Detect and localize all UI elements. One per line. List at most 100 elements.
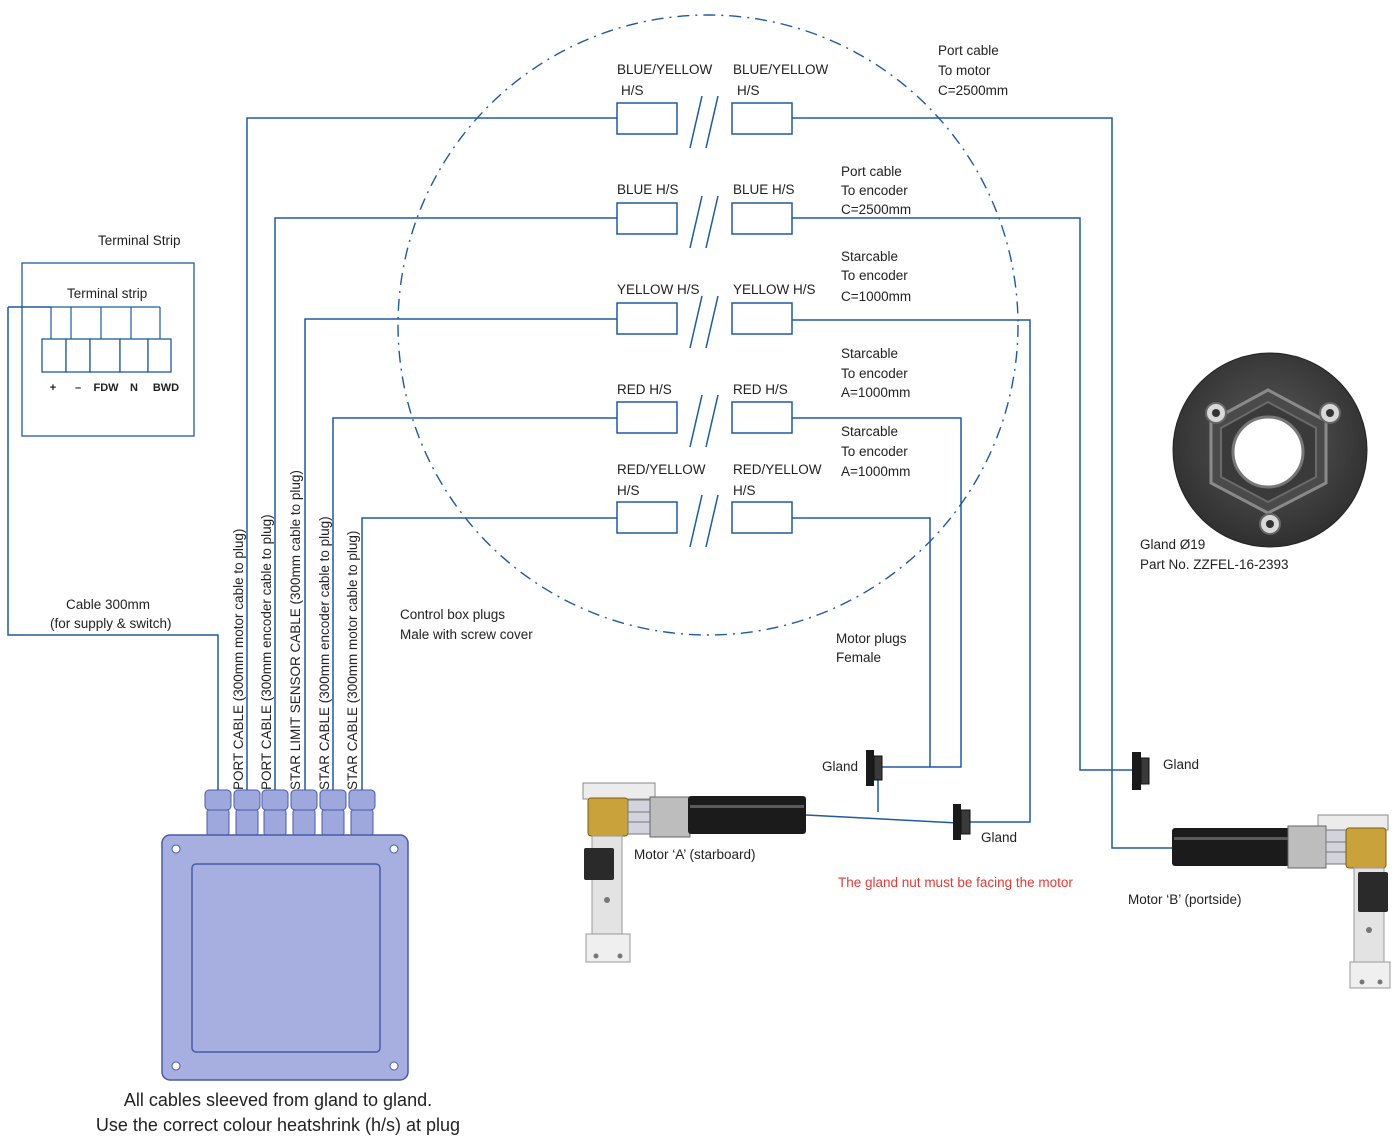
plug-right-sublabel: H/S xyxy=(733,483,756,498)
screw-icon xyxy=(171,844,181,854)
plug-pair-blue-yellow: BLUE/YELLOW H/S BLUE/YELLOW H/S xyxy=(616,62,829,149)
bolt-hole-icon xyxy=(1212,409,1220,417)
plug-pair-red: RED H/S RED H/S xyxy=(616,382,793,448)
cable-gland xyxy=(263,809,287,836)
plug-left-sublabel: H/S xyxy=(621,83,644,98)
gland-label: Gland xyxy=(1163,757,1199,772)
motor-body xyxy=(688,796,806,834)
cable-spec-star-encoder-a2: Starcable To encoder A=1000mm xyxy=(841,424,910,479)
motor-a xyxy=(582,782,806,963)
plug-left-sublabel: H/S xyxy=(617,483,640,498)
cable-gland xyxy=(204,789,232,811)
cable-label-star-encoder: STAR CABLE (300mm encoder cable to plug) xyxy=(317,516,332,790)
plug-right-label: BLUE/YELLOW xyxy=(733,62,829,77)
motor-bracket-plate xyxy=(1349,961,1391,989)
female-plug xyxy=(731,202,793,235)
plug-left-label: RED/YELLOW xyxy=(617,462,706,477)
plug-pair-red-yellow: RED/YELLOW H/S RED/YELLOW H/S xyxy=(616,462,822,548)
plug-left-label: RED H/S xyxy=(617,382,672,397)
wire-star-encoder-cable-a1 xyxy=(792,417,962,768)
bolt-hole-icon xyxy=(604,897,610,903)
terminal-strip-title: Terminal Strip xyxy=(98,233,181,248)
gland-body xyxy=(1140,757,1150,785)
cable-gland xyxy=(235,809,259,836)
terminal-strip-frame xyxy=(21,262,195,437)
plug-right-label: RED H/S xyxy=(733,382,788,397)
cable-spec-line: Starcable xyxy=(841,346,898,361)
terminal-label-minus: – xyxy=(75,382,81,394)
bolt-hole-icon xyxy=(1359,979,1365,985)
male-plug xyxy=(616,102,678,135)
cable-spec-port-encoder: Port cable To encoder C=2500mm xyxy=(841,164,911,217)
gland-part-size: Gland Ø19 xyxy=(1140,537,1205,552)
cable-spec-line: To encoder xyxy=(841,366,908,381)
terminal-block xyxy=(89,338,121,373)
cable-spec-line: To encoder xyxy=(841,183,908,198)
cable-spec-line: Starcable xyxy=(841,424,898,439)
gland-nut xyxy=(866,750,874,786)
motor-plugs-label: Motor plugs xyxy=(836,631,907,646)
bolt-hole-icon xyxy=(1366,927,1372,933)
terminal-label-n: N xyxy=(130,382,138,394)
wire-star-encoder-control xyxy=(332,417,617,792)
terminal-label-bwd: BWD xyxy=(153,382,179,394)
screw-icon xyxy=(389,1061,399,1071)
motor-frame xyxy=(582,782,656,800)
break-mark xyxy=(689,394,703,448)
control-box xyxy=(161,789,409,1081)
break-mark xyxy=(689,95,703,149)
gland-label: Gland xyxy=(822,759,858,774)
terminal-block xyxy=(119,338,149,373)
supply-cable-wire xyxy=(7,306,219,792)
plug-right-label: YELLOW H/S xyxy=(733,282,816,297)
break-mark xyxy=(705,195,719,249)
terminal-label-plus: + xyxy=(50,382,56,394)
terminal-strip: Terminal Strip Terminal strip + – FDW N … xyxy=(21,233,195,437)
plug-right-sublabel: H/S xyxy=(737,83,760,98)
gland-body xyxy=(873,755,883,781)
gland-warning: The gland nut must be facing the motor xyxy=(838,875,1073,890)
motor-body xyxy=(1172,828,1290,866)
motor-limit-switch xyxy=(584,848,614,880)
male-plug xyxy=(616,501,678,534)
footer-line-2: Use the correct colour heatshrink (h/s) … xyxy=(96,1115,460,1135)
male-plug xyxy=(616,202,678,235)
footer-line-1: All cables sleeved from gland to gland. xyxy=(124,1090,432,1110)
terminal-label-fdw: FDW xyxy=(93,382,119,394)
motor-flange xyxy=(1287,825,1327,869)
break-mark xyxy=(689,195,703,249)
cable-spec-port-motor: Port cable To motor C=2500mm xyxy=(938,43,1008,98)
cable-spec-line: C=1000mm xyxy=(841,289,911,304)
cable-gland xyxy=(350,809,374,836)
break-mark xyxy=(705,95,719,149)
screw-icon xyxy=(171,1061,181,1071)
cable-spec-line: To motor xyxy=(938,63,991,78)
cable-label-star-motor: STAR CABLE (300mm motor cable to plug) xyxy=(345,531,360,790)
cable-spec-star-encoder-a1: Starcable To encoder A=1000mm xyxy=(841,346,910,400)
gland-motor-a-upper xyxy=(866,750,883,786)
wire-port-encoder-cable xyxy=(792,217,1136,771)
control-box-lid xyxy=(191,863,381,1053)
plug-pair-yellow: YELLOW H/S YELLOW H/S xyxy=(616,282,816,349)
break-mark xyxy=(705,295,719,349)
motor-highlight xyxy=(1174,837,1288,840)
motor-highlight xyxy=(690,805,804,808)
wire-star-motor-control xyxy=(361,517,617,792)
bolt-hole-icon xyxy=(1377,979,1383,985)
gland-body xyxy=(960,809,971,835)
cable-gland xyxy=(290,789,318,811)
screw-icon xyxy=(389,844,399,854)
plug-right-label: RED/YELLOW xyxy=(733,462,822,477)
bolt-hole-icon xyxy=(1266,520,1274,528)
cable-spec-line: To encoder xyxy=(841,268,908,283)
cable-spec-star-encoder-c: Starcable To encoder C=1000mm xyxy=(841,249,911,304)
supply-cable-sublabel: (for supply & switch) xyxy=(50,616,172,631)
wire-star-limit-control xyxy=(304,318,617,792)
cable-gland xyxy=(292,809,316,836)
cable-spec-line: C=2500mm xyxy=(938,83,1008,98)
cable-gland xyxy=(348,789,376,811)
control-box-plugs-label: Control box plugs xyxy=(400,607,505,622)
cable-spec-line: To encoder xyxy=(841,444,908,459)
terminal-strip-inner-label: Terminal strip xyxy=(67,286,147,301)
